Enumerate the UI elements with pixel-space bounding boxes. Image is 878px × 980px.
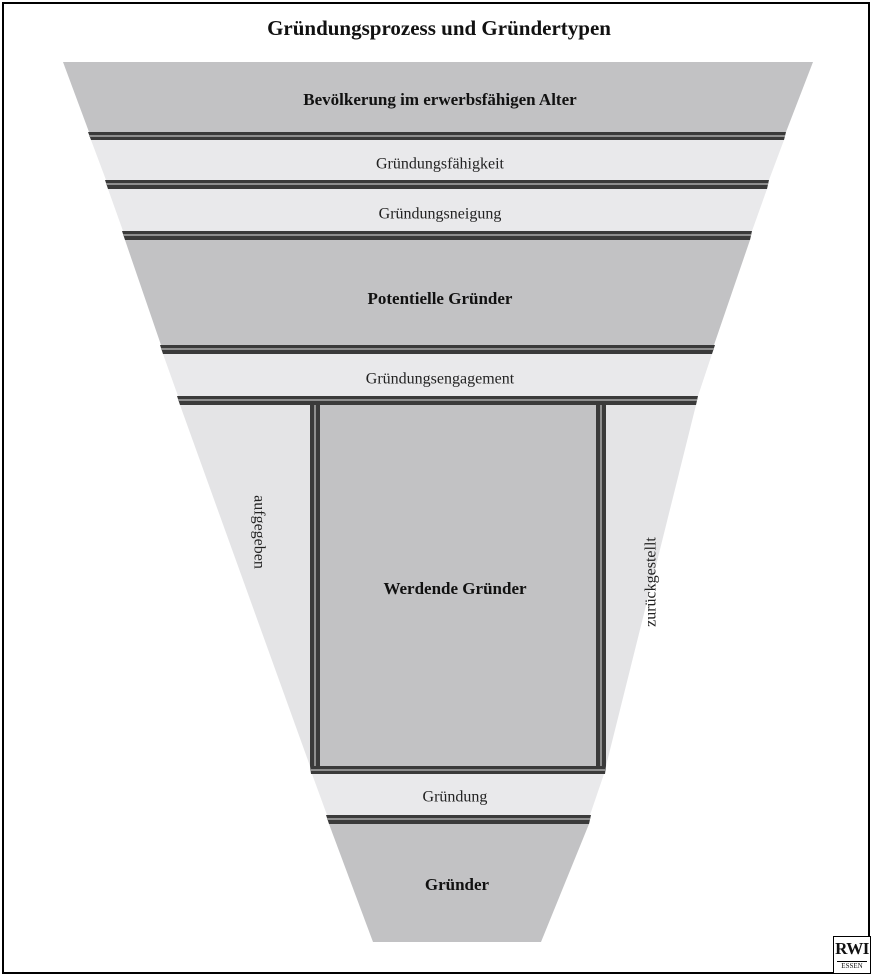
band-gruendung — [312, 774, 604, 815]
label-faehigkeit: Gründungsfähigkeit — [376, 156, 505, 173]
label-engagement: Gründungsengagement — [366, 371, 515, 388]
separator-1 — [88, 132, 786, 140]
label-bevoelkerung: Bevölkerung im erwerbsfähigen Alter — [303, 90, 577, 109]
diagram-title: Gründungsprozess und Gründertypen — [267, 16, 611, 40]
band-faehigkeit — [91, 140, 784, 180]
rwi-logo: RWI ESSEN — [833, 936, 871, 974]
label-gruender: Gründer — [425, 875, 490, 894]
label-potentielle: Potentielle Gründer — [368, 289, 513, 308]
label-neigung: Gründungsneigung — [379, 206, 502, 223]
band-bevoelkerung — [63, 62, 813, 132]
side-aufgegeben — [180, 405, 310, 766]
separator-6 — [310, 766, 606, 774]
separator-4 — [160, 345, 715, 354]
band-gruender — [329, 824, 589, 942]
separator-5 — [177, 396, 698, 405]
band-potentielle — [125, 240, 750, 345]
label-werdende: Werdende Gründer — [383, 579, 527, 598]
werdende-left-border — [310, 405, 320, 766]
band-neigung — [108, 189, 767, 231]
logo-sub-text: ESSEN — [837, 961, 867, 971]
band-engagement — [163, 354, 712, 396]
label-aufgegeben: aufgegeben — [250, 495, 267, 569]
logo-main-text: RWI — [835, 939, 869, 958]
separator-7 — [326, 815, 591, 824]
band-werdende — [320, 405, 596, 766]
label-gruendung: Gründung — [423, 789, 488, 806]
side-zurueckgestellt — [606, 405, 696, 766]
label-zurueckgestellt: zurückgestellt — [643, 537, 660, 627]
separator-2 — [105, 180, 769, 189]
werdende-right-border — [596, 405, 606, 766]
separator-3 — [122, 231, 752, 240]
